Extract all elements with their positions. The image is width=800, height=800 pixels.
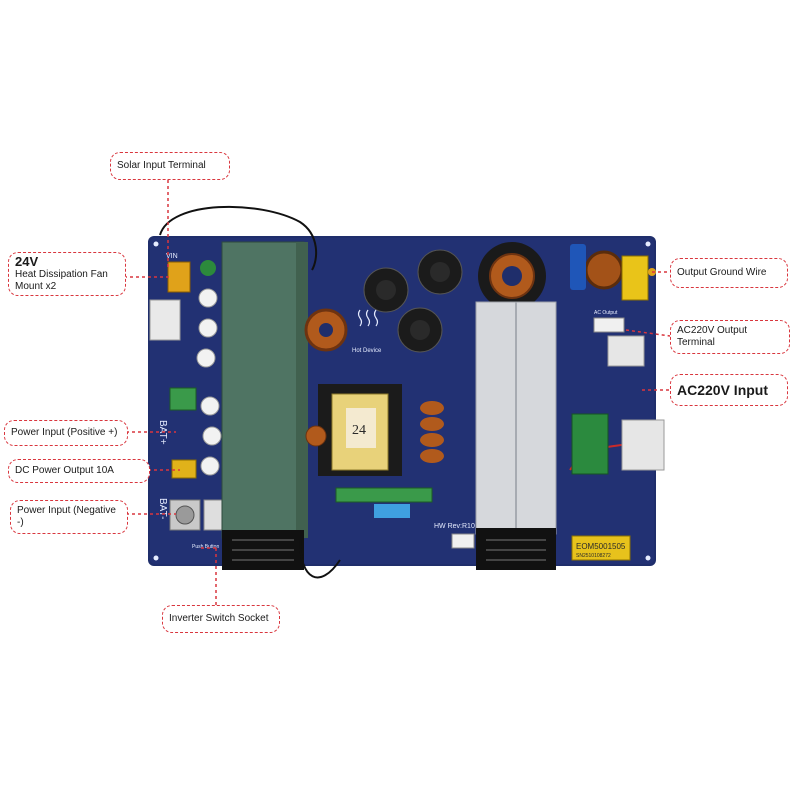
power-input-positive-label: Power Input (Positive +): [11, 427, 118, 438]
callout-power-input-negative: Power Input (Negative -): [10, 500, 128, 534]
leader-lines: [124, 180, 671, 605]
vin-terminal-block: [167, 261, 191, 293]
output-ground-label: Output Ground Wire: [677, 267, 767, 278]
bolt-terminal: [175, 505, 195, 525]
black-cable: [159, 205, 318, 271]
output-terminal-block: [593, 317, 625, 333]
ac-input-label: AC220V Input: [677, 382, 769, 398]
hot-device-silk: Hot Device: [352, 348, 382, 354]
module-code: EOM5001505: [576, 542, 626, 551]
copper-coil-right: [584, 250, 624, 290]
ac-output-silk: AC Output: [594, 310, 618, 316]
copper-coil-center: [420, 401, 444, 463]
bat-minus-silk: BAT-: [157, 498, 168, 519]
callout-ac-output: AC220V Output Terminal: [670, 320, 790, 354]
callout-solar-input: Solar Input Terminal: [110, 152, 230, 180]
left-connector-strip: [149, 299, 181, 341]
left-capacitors: [196, 260, 222, 476]
heat-warning-icon: [357, 309, 379, 327]
callout-ac-input: AC220V Input: [670, 374, 788, 406]
module-sticker: [571, 535, 631, 561]
right-fan-slats: [486, 539, 546, 561]
green-terminal-block: [169, 387, 197, 411]
push-button-silk: Push Button: [192, 544, 219, 550]
driver-board: [335, 487, 433, 503]
fan-voltage-label: 24V: [15, 254, 39, 269]
large-toroid-hole: [502, 266, 522, 286]
dc-power-output-label: DC Power Output 10A: [15, 465, 114, 476]
blue-jumper: [374, 504, 410, 518]
screw-terminal-block: [203, 499, 223, 531]
white-connector: [451, 533, 475, 549]
black-cable-2: [299, 539, 341, 579]
relay-module: [607, 335, 645, 367]
control-board: [571, 413, 609, 475]
green-heatsink-edge: [296, 242, 308, 538]
callout-inverter-switch: Inverter Switch Socket: [162, 605, 280, 633]
blue-capacitor: [570, 244, 586, 290]
relay-module-2: [621, 419, 665, 471]
copper-coil-left: [305, 425, 327, 447]
yellow-capacitor: [621, 255, 649, 301]
leader-ac-output: [625, 329, 671, 337]
solar-input-label: Solar Input Terminal: [117, 160, 206, 171]
transformer-mark: 24: [352, 423, 366, 438]
ac-output-label: AC220V Output Terminal: [677, 325, 748, 348]
transformer-label: [346, 408, 376, 448]
callout-dc-power-output: DC Power Output 10A: [8, 459, 150, 483]
power-input-negative-label: Power Input (Negative -): [17, 505, 116, 528]
left-fan-slats: [232, 539, 294, 561]
toroid-small-hole: [319, 323, 333, 337]
module-serial: SN2510108272: [576, 553, 611, 559]
callout-fan-mount: 24V Heat Dissipation Fan Mount x2: [8, 252, 126, 296]
hw-rev-silk: HW Rev:R10: [434, 523, 475, 530]
mounting-holes: [153, 241, 651, 561]
callout-output-ground: Output Ground Wire: [670, 258, 788, 288]
main-capacitors: [363, 249, 463, 353]
callout-power-input-positive: Power Input (Positive +): [4, 420, 128, 446]
green-heatsink: [221, 241, 305, 539]
inverter-switch-label: Inverter Switch Socket: [169, 613, 269, 624]
dc-output-terminal: [171, 459, 197, 479]
vin-silk: VIN: [166, 253, 178, 260]
fan-mount-label: Heat Dissipation Fan Mount x2: [15, 269, 108, 292]
